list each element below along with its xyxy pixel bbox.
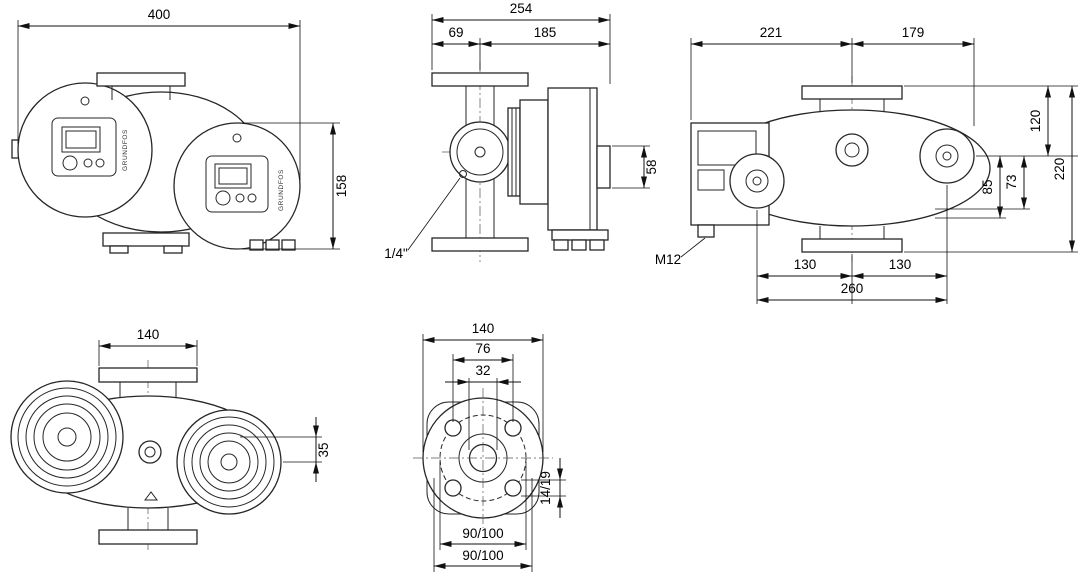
- dim-label-flange-pitch-circle-2: 90/100: [462, 548, 503, 563]
- flow-arrow-mark: [144, 491, 158, 501]
- dim-label-rear-85: 85: [980, 179, 995, 194]
- dim-label-flange-overall: 140: [472, 321, 495, 336]
- right-button: [215, 190, 231, 206]
- bolt-size-label: M12: [655, 252, 681, 267]
- right-control-panel: [205, 155, 269, 213]
- dim-flange-bore: 32: [445, 363, 521, 450]
- quarter-inch-plug: [459, 170, 467, 178]
- cable-clamp: [697, 224, 715, 238]
- dim-label-rear-left: 221: [760, 25, 783, 40]
- dim-front-width: 400: [17, 7, 301, 180]
- label-quarter-inch-port: 1/4": [384, 177, 461, 261]
- dim-flange-pitch-circle: 90/100: [439, 462, 527, 550]
- dim-label-top-flange-width: 140: [137, 327, 160, 342]
- left-button: [62, 155, 78, 171]
- grundfos-logo: GRUNDFOS: [122, 129, 129, 171]
- left-control-panel: [51, 117, 117, 177]
- port-size-label: 1/4": [384, 246, 408, 261]
- terminal-block: [596, 145, 611, 189]
- bolt-hole: [444, 419, 462, 437]
- dim-label-side-back: 185: [534, 25, 557, 40]
- dim-label-flange-hole-span: 76: [475, 341, 490, 356]
- dim-label-front-height: 158: [334, 175, 349, 198]
- dim-label-top-axis-offset: 35: [316, 442, 331, 457]
- bolt-hole: [504, 419, 522, 437]
- bolt-hole: [504, 479, 522, 497]
- bolt-hole: [444, 479, 462, 497]
- dim-label-flange-pitch-circle: 90/100: [462, 526, 503, 541]
- right-display: [214, 163, 252, 189]
- dim-side-total: 254: [431, 1, 611, 84]
- dim-top-axis-offset: 35: [240, 417, 331, 482]
- view-front-pump: GRUNDFOS GRUNDFOS: [11, 72, 301, 254]
- label-m12-bolt: M12: [655, 237, 706, 267]
- dim-rear-top: 221 179: [690, 25, 975, 126]
- grundfos-logo: GRUNDFOS: [278, 169, 285, 211]
- left-display: [61, 126, 101, 153]
- view-top-pump: [10, 360, 282, 552]
- dim-label-bolt-right: 130: [889, 257, 912, 272]
- dim-label-side-front: 69: [448, 25, 463, 40]
- dim-flange-hole-dia: 14/19: [521, 458, 566, 518]
- dim-label-rear-220: 220: [1052, 158, 1067, 181]
- dim-label-rear-right: 179: [902, 25, 925, 40]
- dim-label-flange-hole-dia: 14/19: [538, 471, 553, 505]
- dim-front-height: 158: [242, 122, 349, 250]
- motor-housing: [519, 99, 549, 205]
- control-box: [547, 87, 598, 231]
- dim-label-terminal-height: 58: [644, 159, 659, 174]
- dim-label-bolt-span: 260: [841, 281, 864, 296]
- dim-label-rear-120: 120: [1028, 110, 1043, 133]
- vent-plug: [138, 440, 162, 464]
- dim-label-rear-73: 73: [1004, 174, 1019, 189]
- view-rear-pump: [690, 76, 991, 262]
- dim-label-front-width: 400: [148, 7, 171, 22]
- volute: [449, 121, 511, 183]
- view-flange-detail: [413, 388, 553, 528]
- dim-rear-bolts: 130 130 260: [756, 185, 948, 304]
- dim-flange-overall: 140: [422, 321, 544, 452]
- dim-label-flange-bore: 32: [475, 363, 490, 378]
- dim-label-bolt-left: 130: [794, 257, 817, 272]
- dim-flange-pitch-circle-2: 90/100: [433, 478, 533, 572]
- dim-side-split: 69 185: [432, 25, 610, 70]
- dim-rear-verticals: 85 73 120 220: [904, 85, 1078, 253]
- dim-terminal-height: 58: [612, 145, 659, 189]
- view-side-pump: [431, 62, 611, 262]
- dim-top-flange-width: 140: [98, 327, 198, 366]
- dim-label-side-total: 254: [510, 1, 533, 16]
- dim-flange-hole-span: 76: [452, 341, 514, 422]
